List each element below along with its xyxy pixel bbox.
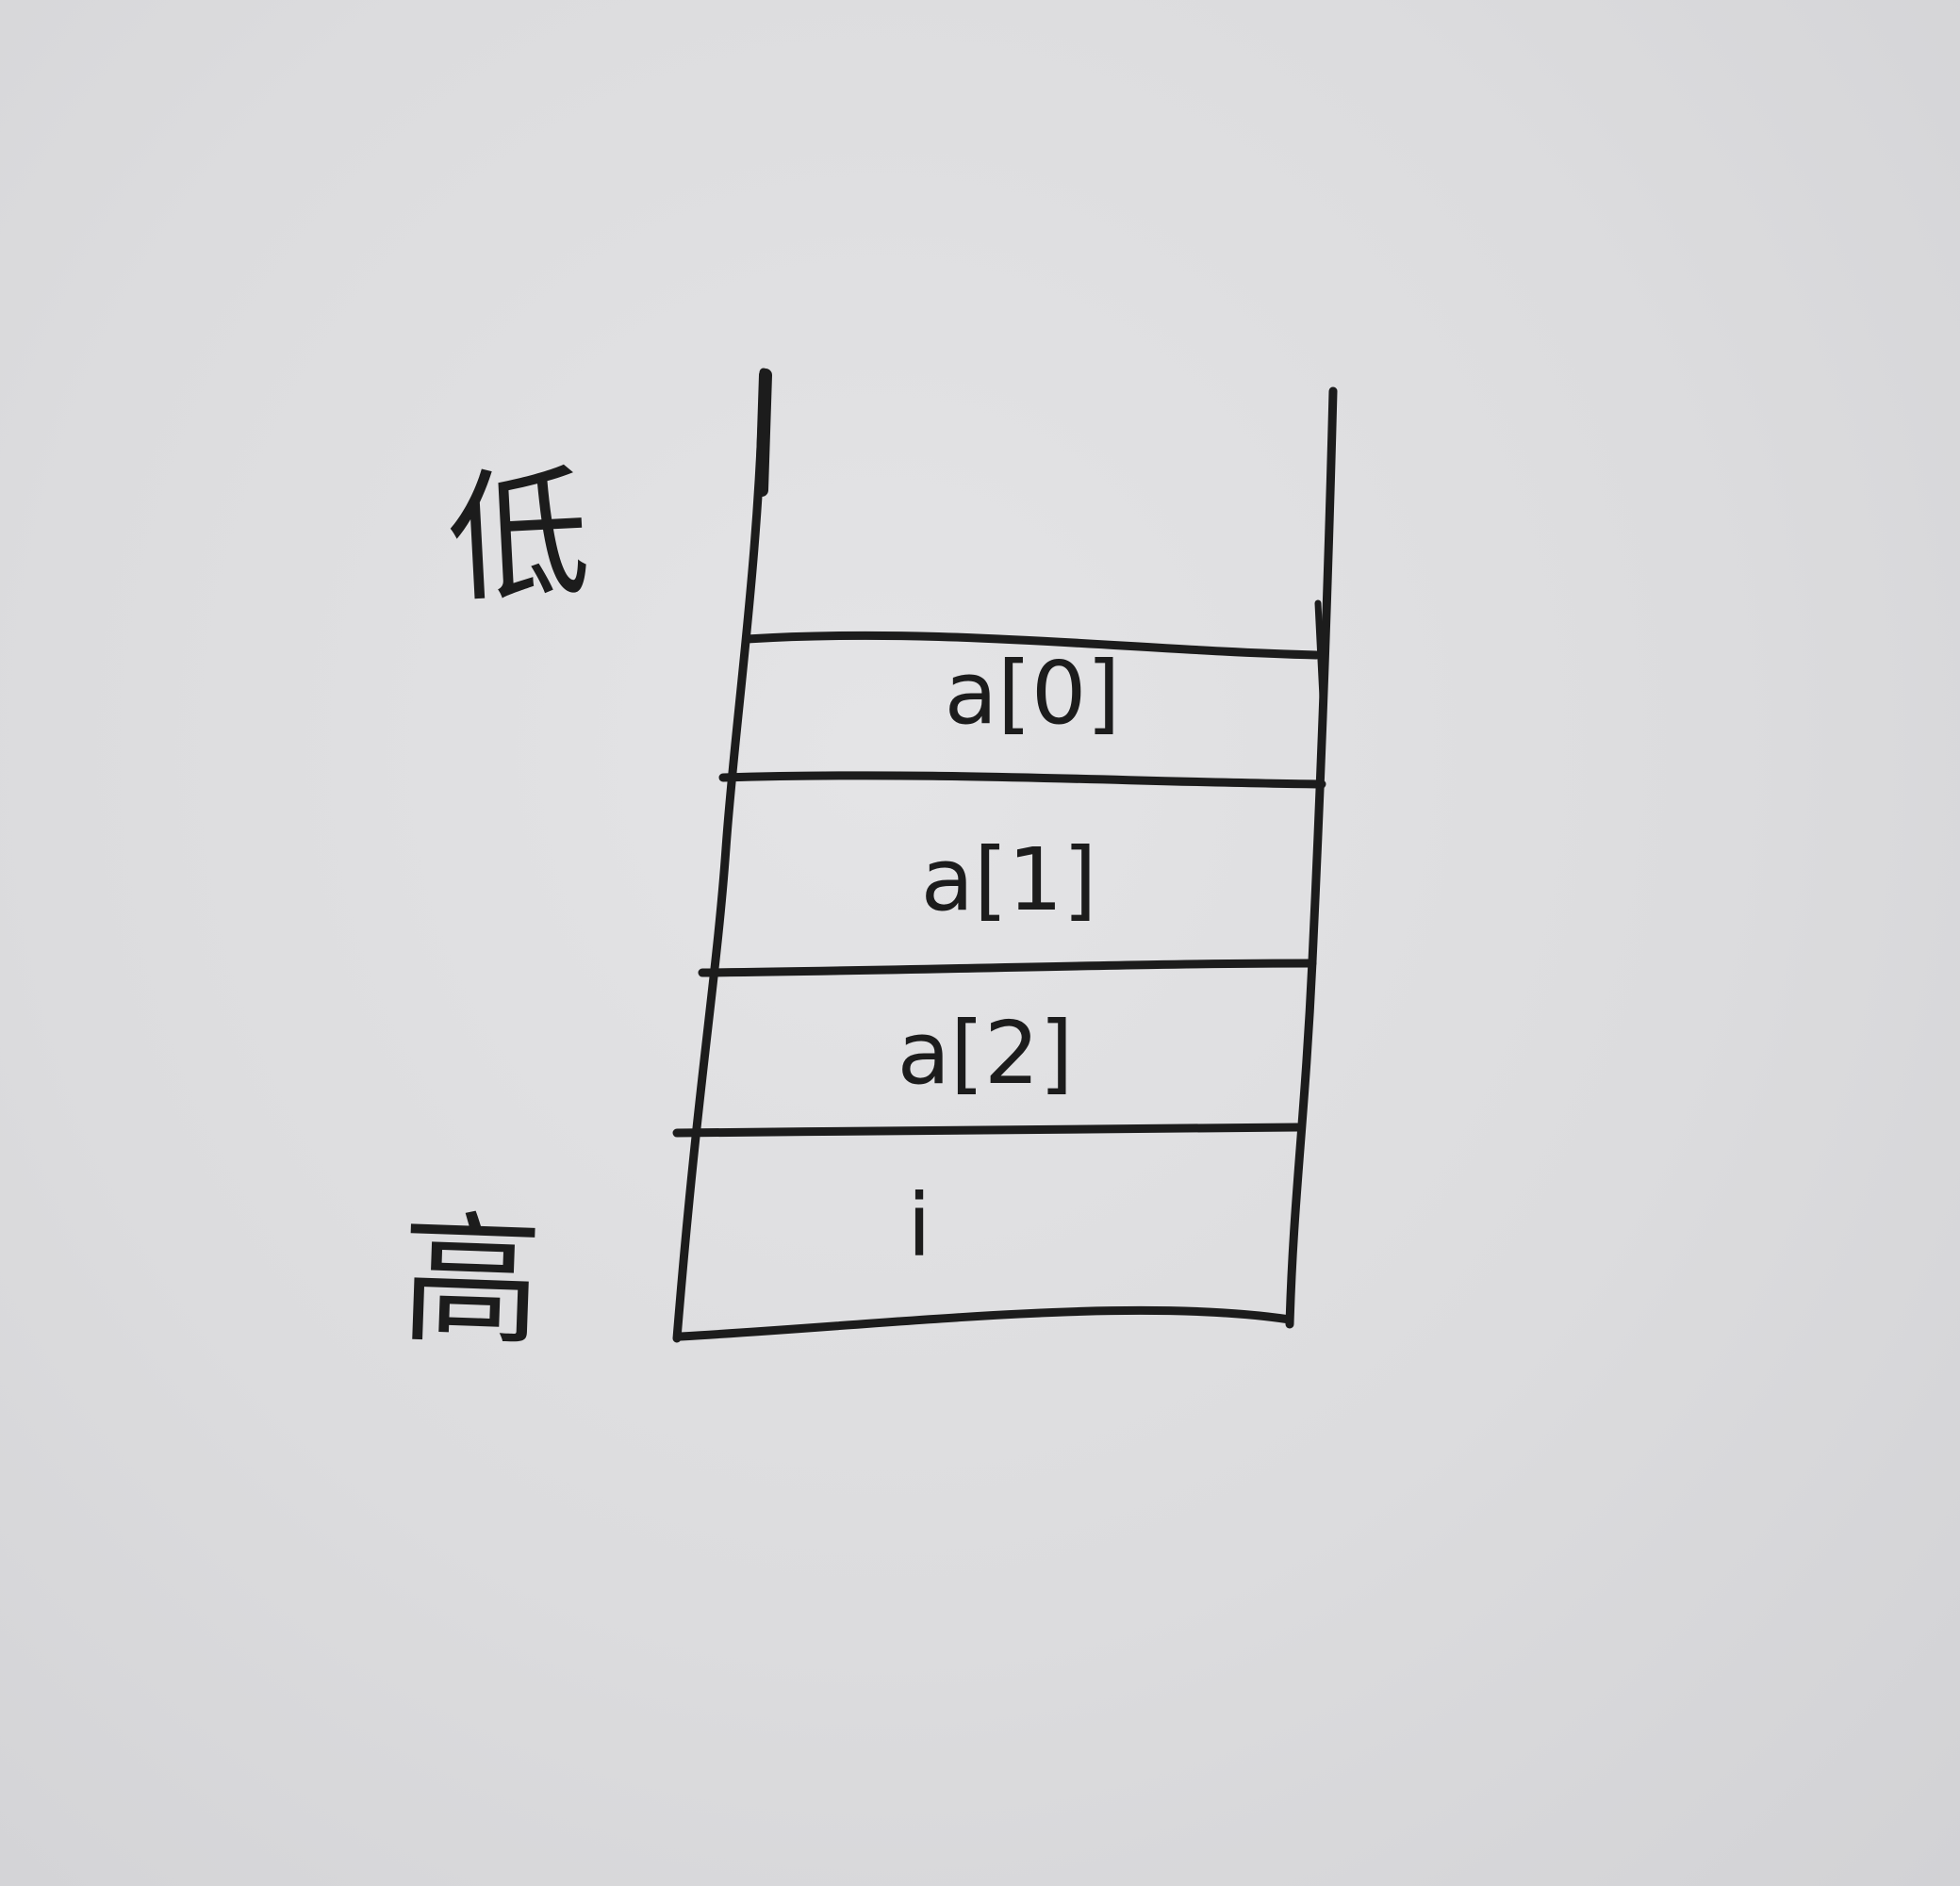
stack-left-wall-top-stroke	[755, 369, 772, 497]
stack-cell-label: i	[907, 1175, 931, 1276]
low-address-label: 低	[443, 451, 594, 623]
stack-right-wall-mark	[1314, 599, 1327, 720]
cell-divider-0	[742, 631, 1321, 660]
high-address-label: 高	[398, 1197, 546, 1367]
stack-left-wall	[672, 368, 768, 1343]
stack-cell-label: a[2]	[897, 1003, 1074, 1104]
cell-divider-2	[698, 959, 1317, 977]
stack-right-wall	[1285, 386, 1338, 1329]
stack-cell-label: a[1]	[920, 829, 1097, 930]
stack-cell-label: a[0]	[944, 643, 1121, 744]
cell-divider-3	[672, 1123, 1302, 1138]
cell-divider-1	[718, 771, 1326, 789]
stack-bottom	[676, 1305, 1294, 1341]
